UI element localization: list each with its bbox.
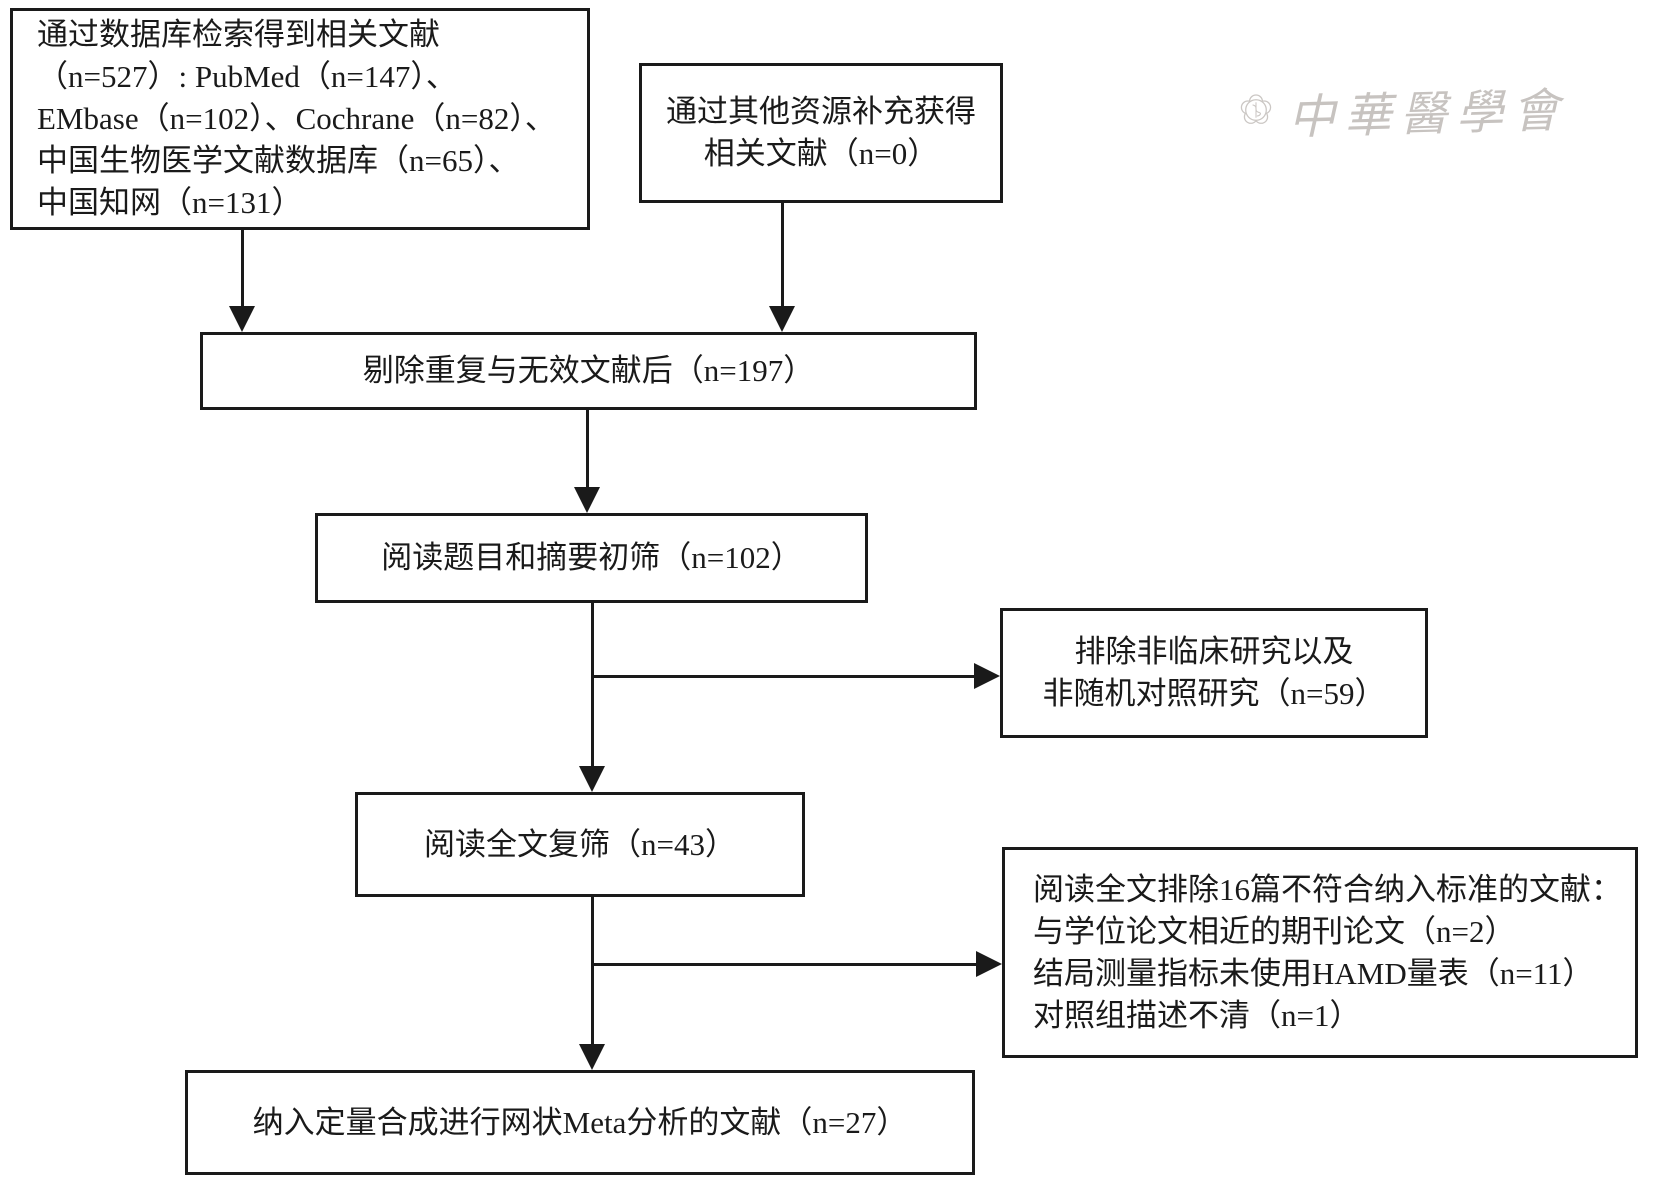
box-exclude-initial-line: 排除非临床研究以及: [1074, 634, 1354, 669]
box-database-search-line: 通过数据库检索得到相关文献: [37, 17, 440, 52]
box-exclude-fulltext: 阅读全文排除16篇不符合纳入标准的文献： 与学位论文相近的期刊论文（n=2） 结…: [1002, 847, 1638, 1058]
cma-logo: 中華醫學會: [1238, 52, 1569, 167]
box-fulltext-screen-text: 阅读全文复筛（n=43）: [424, 826, 736, 862]
box-other-sources-line: 通过其他资源补充获得: [666, 94, 976, 129]
box-fulltext-screen: 阅读全文复筛（n=43）: [355, 792, 805, 897]
arrowhead-other-to-dedupe: [769, 306, 795, 332]
box-database-search-line: 中国知网（n=131）: [37, 185, 303, 220]
box-title-abstract-screen: 阅读题目和摘要初筛（n=102）: [315, 513, 868, 603]
arrowhead-branch-to-fulltext-exclusion: [976, 951, 1002, 977]
box-title-abstract-screen-text: 阅读题目和摘要初筛（n=102）: [381, 540, 802, 575]
box-database-search: 通过数据库检索得到相关文献 （n=527）: PubMed（n=147）、 EM…: [10, 8, 590, 230]
box-exclude-initial-line: 非随机对照研究（n=59）: [1042, 676, 1386, 711]
box-database-search-line: EMbase（n=102）、Cochrane（n=82）、: [37, 101, 556, 136]
arrowhead-database-to-dedupe: [229, 306, 255, 332]
connector-branch-to-fulltext-exclusion: [592, 963, 976, 966]
connector-database-to-dedupe: [241, 230, 244, 310]
connector-other-to-dedupe: [781, 203, 784, 308]
box-exclude-fulltext-line: 与学位论文相近的期刊论文（n=2）: [1033, 913, 1516, 949]
connector-title-screen-to-fulltext: [591, 603, 594, 769]
box-other-sources-line: 相关文献（n=0）: [703, 136, 939, 171]
box-exclude-initial: 排除非临床研究以及 非随机对照研究（n=59）: [1000, 608, 1428, 738]
arrowhead-dedupe-to-title-screen: [574, 487, 600, 513]
connector-fulltext-to-included: [591, 897, 594, 1047]
box-exclude-fulltext-line: 对照组描述不清（n=1）: [1033, 997, 1361, 1033]
box-database-search-line: （n=527）: PubMed（n=147）、: [37, 59, 457, 94]
box-database-search-line: 中国生物医学文献数据库（n=65）、: [37, 143, 520, 178]
cma-emblem-icon: [1240, 93, 1272, 124]
box-included-studies: 纳入定量合成进行网状Meta分析的文献（n=27）: [185, 1070, 975, 1175]
box-exclude-fulltext-line: 结局测量指标未使用HAMD量表（n=11）: [1033, 955, 1594, 991]
connector-dedupe-to-title-screen: [586, 410, 589, 488]
arrowhead-title-screen-to-fulltext: [579, 766, 605, 792]
box-deduplicated: 剔除重复与无效文献后（n=197）: [200, 332, 977, 410]
box-deduplicated-text: 剔除重复与无效文献后（n=197）: [362, 353, 815, 388]
box-other-sources: 通过其他资源补充获得 相关文献（n=0）: [639, 63, 1003, 203]
box-included-studies-text: 纳入定量合成进行网状Meta分析的文献（n=27）: [252, 1104, 908, 1140]
box-exclude-fulltext-line: 阅读全文排除16篇不符合纳入标准的文献：: [1033, 871, 1622, 907]
arrowhead-fulltext-to-included: [579, 1044, 605, 1070]
arrowhead-branch-to-initial-exclusion: [974, 663, 1000, 689]
cma-logo-text: 中華醫學會: [1287, 85, 1569, 145]
connector-branch-to-initial-exclusion: [592, 675, 974, 678]
